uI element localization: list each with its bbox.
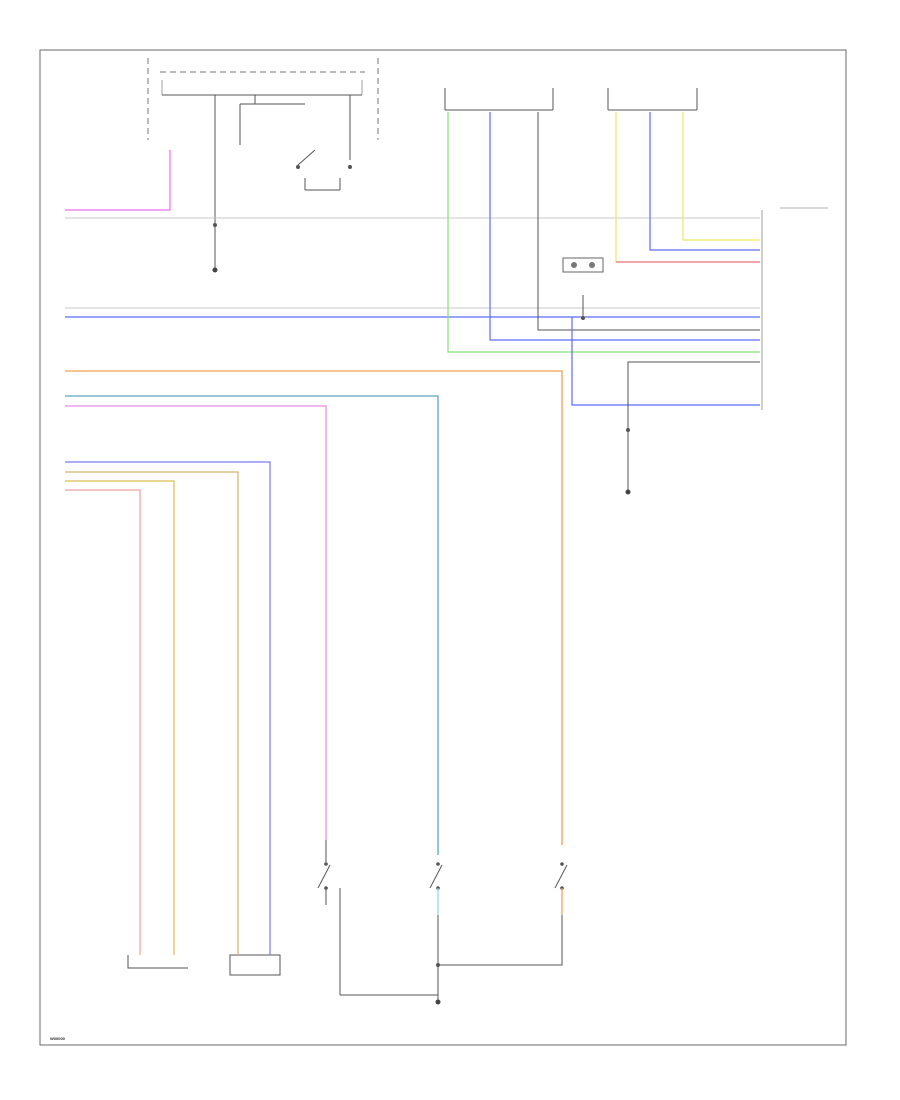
wire-bus [65,150,760,945]
ground-icon [212,267,218,273]
ground-icon [435,999,441,1005]
seat-pressure-sensor [607,88,698,111]
connector-icon [589,262,595,268]
connector-icon [571,262,577,268]
center-connector [562,257,760,406]
diagram-frame [39,49,847,1046]
right-ground [625,361,760,495]
switch-icon [296,165,300,169]
ground-icon [625,489,631,495]
switch-icon [560,862,564,866]
pretensioner-boxes [127,945,281,976]
switch-icon [324,862,328,866]
footer-code: W00000 [50,1036,66,1041]
instrument-cluster [147,58,379,273]
front-belt-sensor-wires [447,112,760,353]
splice-icon [626,428,630,432]
module-connector-pins [761,207,828,410]
switch-icon [436,862,440,866]
bottom-switches [317,840,568,1005]
splice-icon [581,316,585,320]
seat-pressure-sensor-wires [615,112,760,263]
front-seat-belt-sensor [444,88,554,111]
switch-icon [348,165,352,169]
